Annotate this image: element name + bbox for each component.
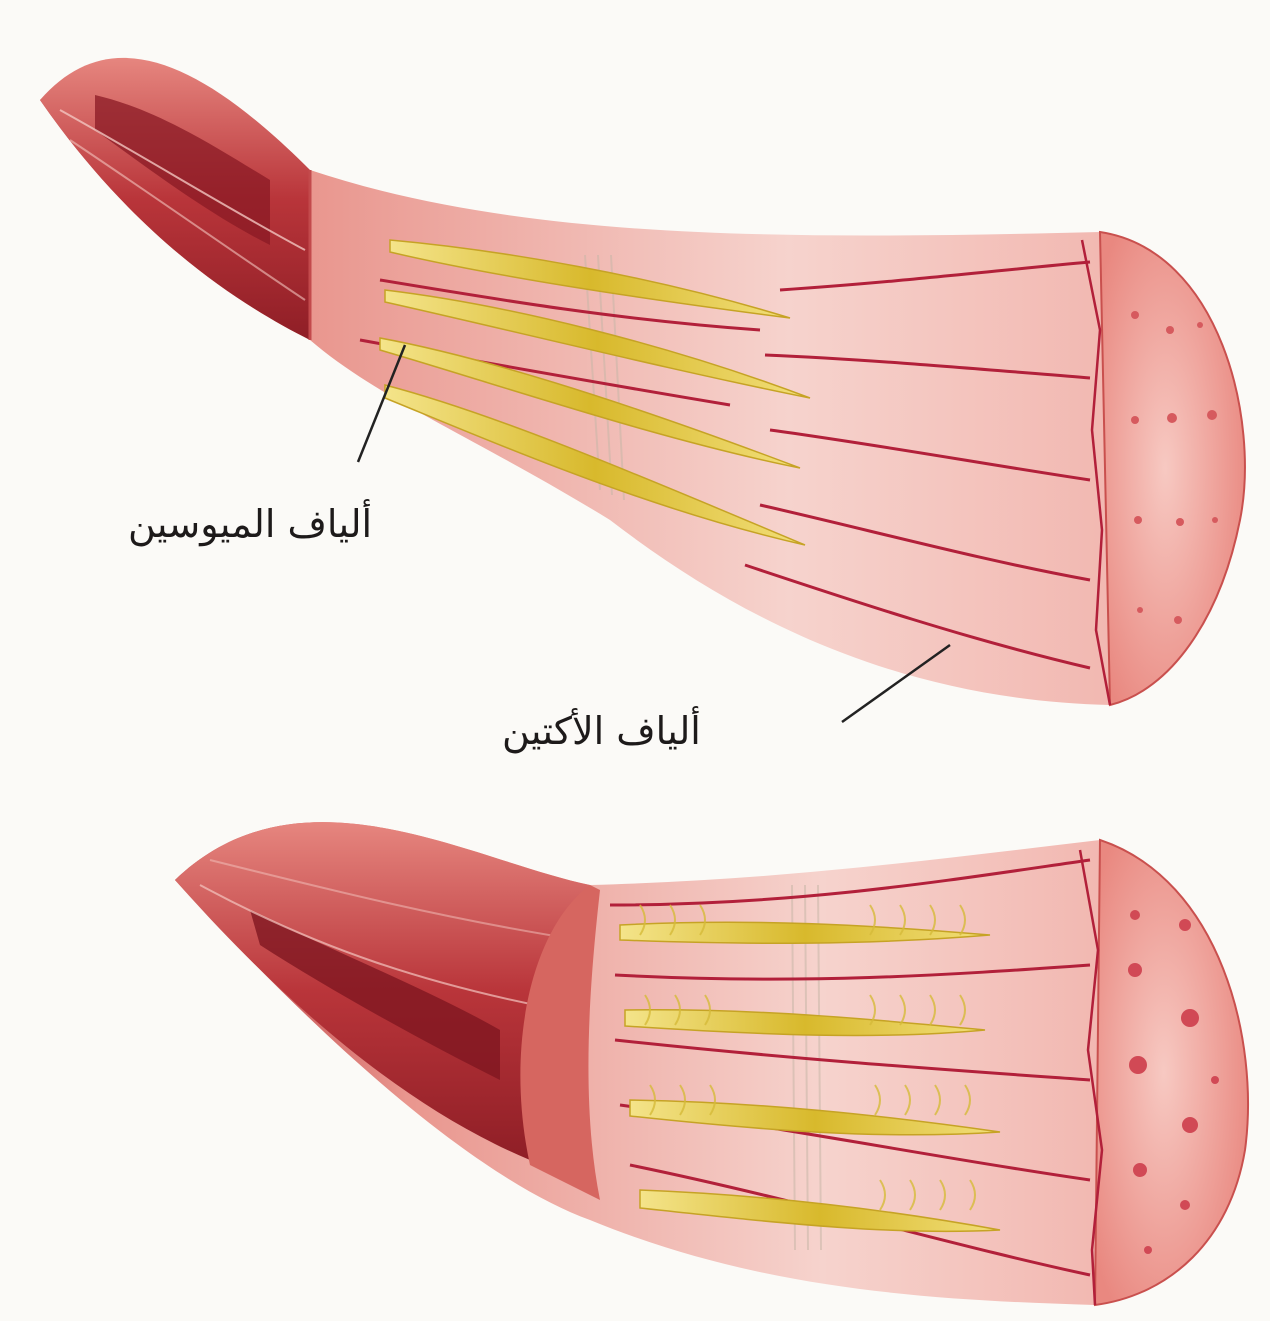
relaxed-cross-section bbox=[1100, 232, 1245, 705]
contracted-muscle-fiber bbox=[175, 822, 1248, 1305]
relaxed-muscle-fiber bbox=[40, 58, 1245, 705]
actin-filaments-label: ألياف الأكتين bbox=[502, 712, 701, 750]
contracted-cross-section bbox=[1095, 840, 1248, 1305]
myosin-filaments-label: ألياف الميوسين bbox=[128, 505, 372, 543]
